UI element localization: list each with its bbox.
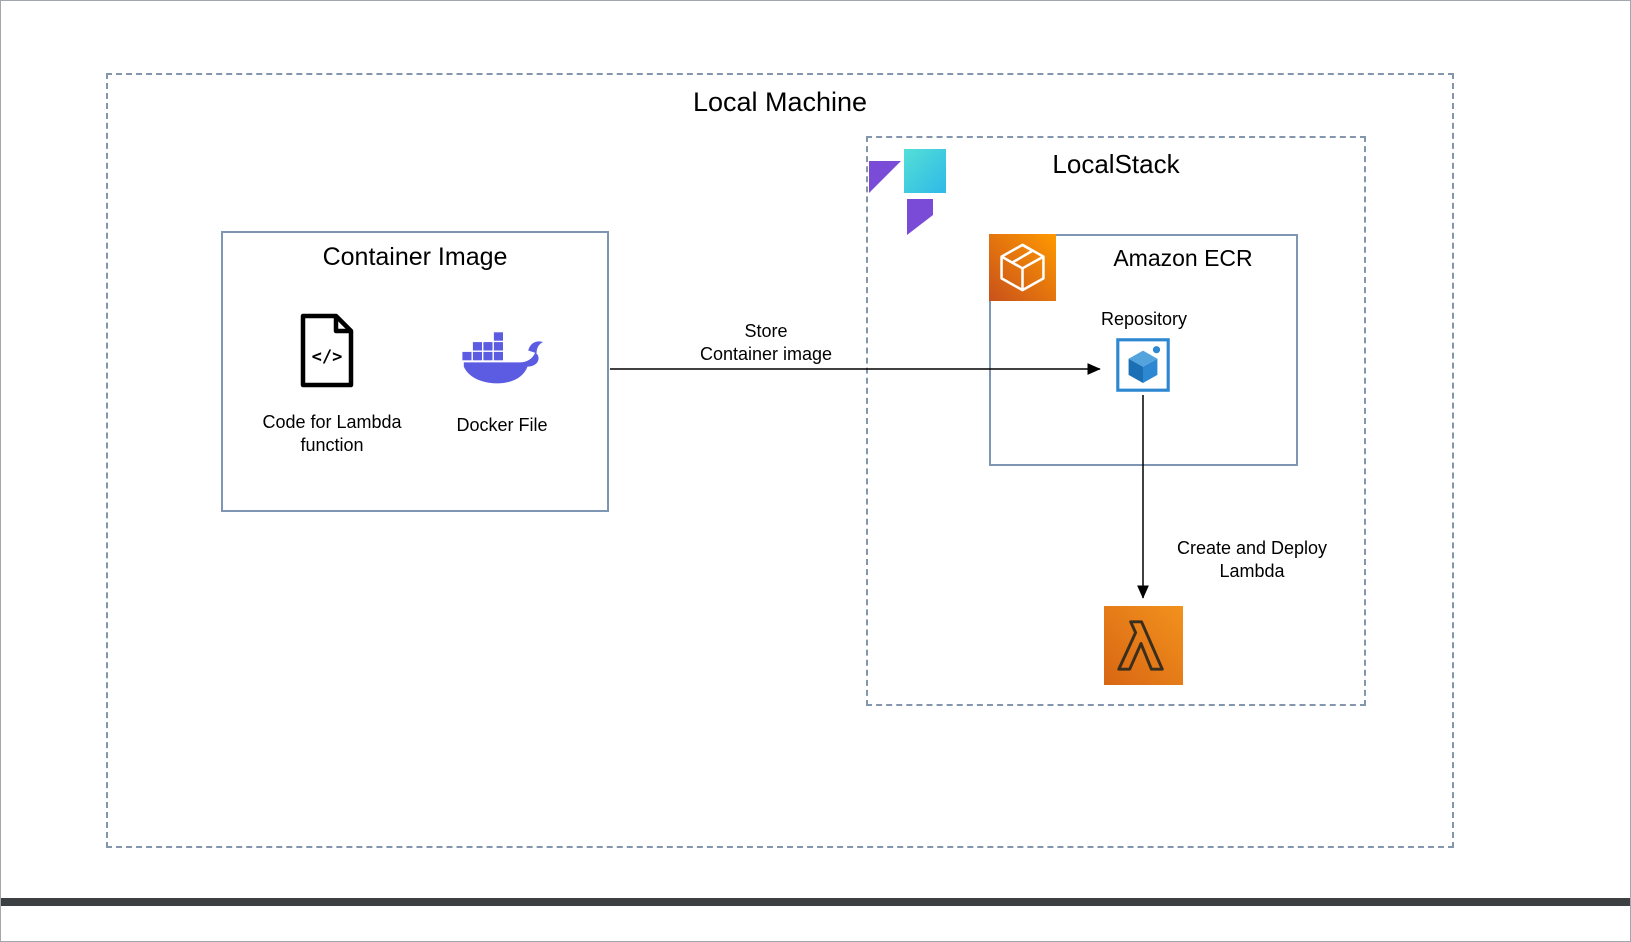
code-file-svg: </>: [300, 313, 354, 388]
lambda-svg: [1104, 606, 1183, 685]
code-glyph: </>: [312, 347, 343, 367]
localstack-logo-svg: [869, 149, 946, 235]
ecr-service-icon: [989, 234, 1056, 301]
repository-label: Repository: [1100, 309, 1188, 329]
container-image-box: [221, 231, 609, 512]
code-file-label: Code for Lambda function: [262, 412, 402, 456]
lambda-glyph: [1117, 620, 1164, 671]
local-machine-title: Local Machine: [692, 87, 868, 117]
bottom-window-edge: [1, 898, 1630, 906]
ecr-svg: [989, 234, 1056, 301]
localstack-flag: [907, 199, 933, 235]
amazon-ecr-title: Amazon ECR: [1113, 245, 1253, 271]
localstack-group: [866, 136, 1366, 706]
ecr-cube: [1000, 243, 1045, 292]
localstack-title: LocalStack: [1052, 149, 1180, 179]
repo-dot: [1151, 344, 1162, 356]
docker-shapes: [462, 332, 543, 384]
repository-icon: [1116, 338, 1170, 392]
local-machine-group: [106, 73, 1454, 848]
lambda-icon: [1104, 606, 1183, 685]
repo-cube-top: [1128, 350, 1158, 367]
localstack-teal-square: [904, 149, 946, 193]
repo-cube-left: [1128, 358, 1143, 383]
file-fold: [333, 316, 351, 334]
localstack-triangle-left: [869, 161, 901, 193]
container-image-title: Container Image: [322, 243, 508, 271]
lambda-tile: [1104, 606, 1183, 685]
store-arrow-label: Store Container image: [699, 321, 833, 365]
code-file-icon: </>: [298, 312, 356, 390]
repo-cube-right: [1143, 358, 1158, 383]
localstack-logo-icon: [867, 141, 949, 237]
docker-svg: [462, 332, 543, 384]
docker-label: Docker File: [456, 415, 548, 435]
deploy-arrow-label: Create and Deploy Lambda: [1176, 538, 1328, 582]
docker-icon: [461, 329, 545, 393]
repository-svg: [1116, 338, 1170, 392]
